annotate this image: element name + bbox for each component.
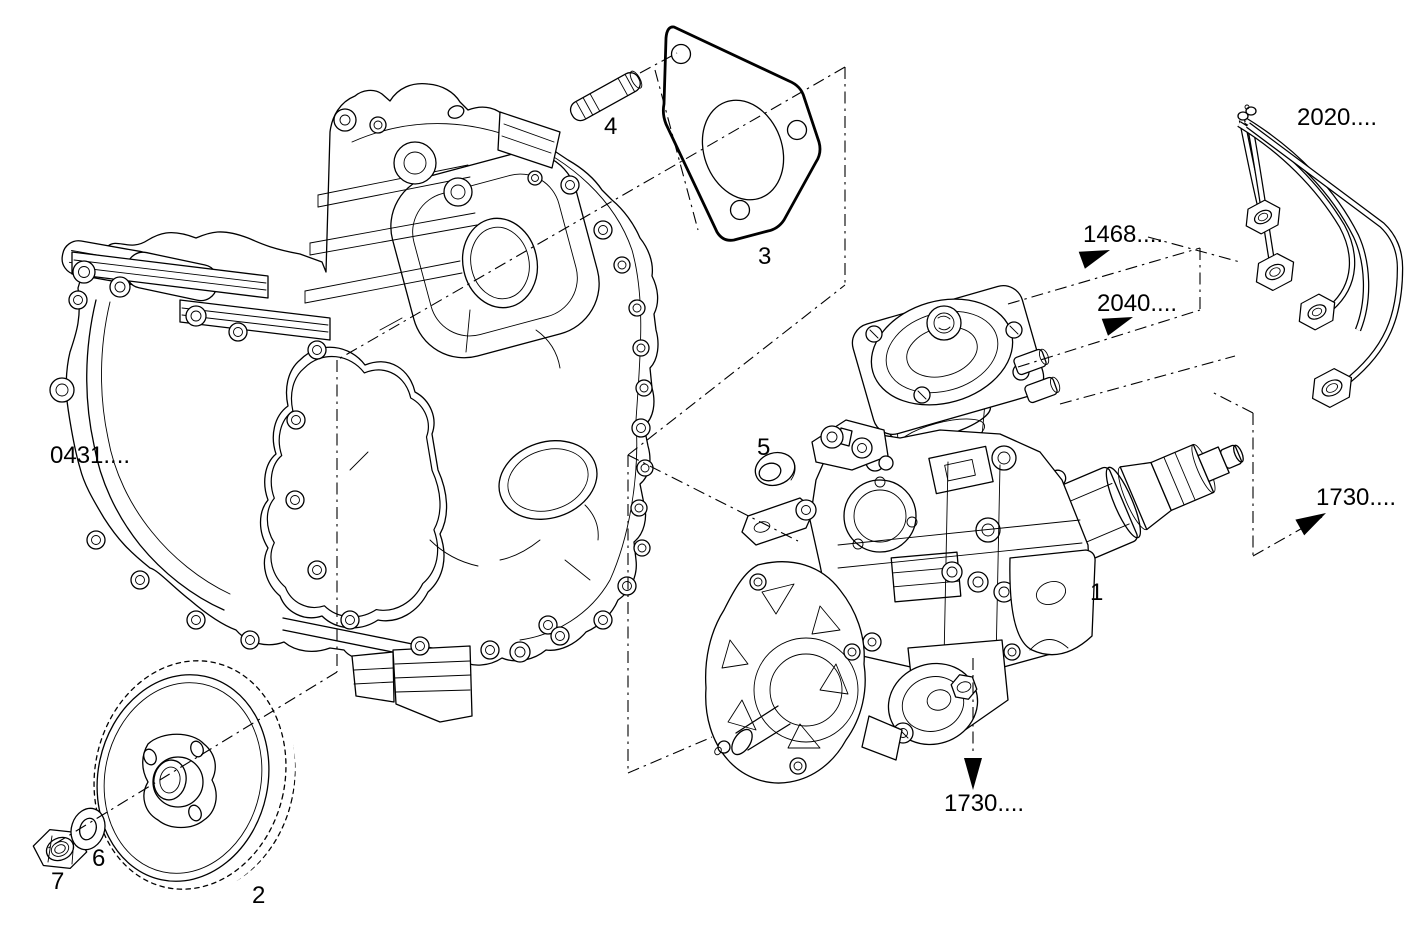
pipe-union-nuts [1245,199,1353,408]
leader-2040 [1017,309,1201,368]
gear-bore [153,759,187,801]
gear-axis-line [44,671,338,851]
fuel-pipes [1237,104,1404,408]
arrow-1730-bottom-icon [964,758,982,790]
part-number-7: 7 [51,868,64,895]
ref-label-2040: 2040.... [1097,290,1177,317]
case-ribs [304,164,478,304]
ref-label-2020: 2020.... [1297,104,1377,131]
crank-bore-inner [470,226,530,300]
arrow-1468-icon [1078,250,1110,269]
flange-hub [753,637,859,743]
gear-washer [70,807,106,851]
governor-housing [851,285,1061,435]
leader-1468 [1007,247,1201,305]
arm-bar-2 [179,299,331,341]
gasket-center-hole [701,99,785,201]
injection-pump [704,285,1244,784]
part-number-2: 2 [252,882,265,909]
case-outline [65,82,659,667]
left-bracket-arms [61,240,331,342]
ref-label-1730-right: 1730.... [1316,484,1396,511]
lower-opening-inner [507,448,589,512]
stop-lever [741,497,817,546]
roller-ring [843,479,917,553]
case-top-pad [497,111,561,186]
lower-cover [861,639,1009,761]
case-details [349,309,599,581]
crank-bore [461,217,539,309]
boss-large [393,141,437,185]
drive-gear [85,651,304,903]
lower-opening [498,440,598,520]
arrow-1730-right-icon [1295,513,1326,536]
governor-cap [926,305,962,341]
case-foot [351,645,473,723]
gasket [661,25,822,242]
case-bolt-holes [49,105,654,663]
labels: 0431.... 1468.... 2040.... 2020.... 1730… [50,104,1396,909]
pipe-tubes [1237,104,1404,387]
arrow-2040-icon [1101,317,1133,336]
bore-surround [390,151,600,359]
case-inner-edge [351,123,642,641]
ref-label-0431: 0431.... [50,442,130,469]
case-window-opening [259,346,448,629]
pump-window-upper-leader [627,454,799,542]
part-number-1: 1 [1090,579,1103,606]
pipes-window-diagonal [1147,236,1241,263]
gasket-window-diagonal [627,284,846,456]
gasket-align-line [654,69,699,231]
ref-label-1468: 1468.... [1083,221,1163,248]
part-number-5: 5 [757,434,770,461]
reference-arrows [964,250,1326,790]
flange-pockets [721,583,849,749]
stud-align-line [639,52,678,74]
part-number-3: 3 [758,243,771,270]
pump-window-lower-leader [627,736,713,774]
left-body-band-inner [101,301,231,595]
top-bracket [811,419,894,471]
right-bracket [1009,549,1096,656]
drive-shaft [735,705,791,751]
gear-hub-boss [152,756,204,808]
boss-medium [443,177,473,207]
leader-parallel [1059,355,1236,405]
stud [569,70,643,122]
left-body-band-outer [86,299,225,611]
timing-gear-case [49,82,659,723]
ref-label-1730-bottom: 1730.... [944,790,1024,817]
bore-surround-inner [412,173,578,337]
arm-bar-1 [71,251,269,299]
part-number-6: 6 [92,845,105,872]
seal-washer [754,451,796,487]
gear-teeth [93,660,287,890]
case-window-opening-inner [266,355,441,618]
window-1730-spur [1211,391,1254,414]
mounting-flange [704,561,866,784]
part-number-4: 4 [604,113,617,140]
